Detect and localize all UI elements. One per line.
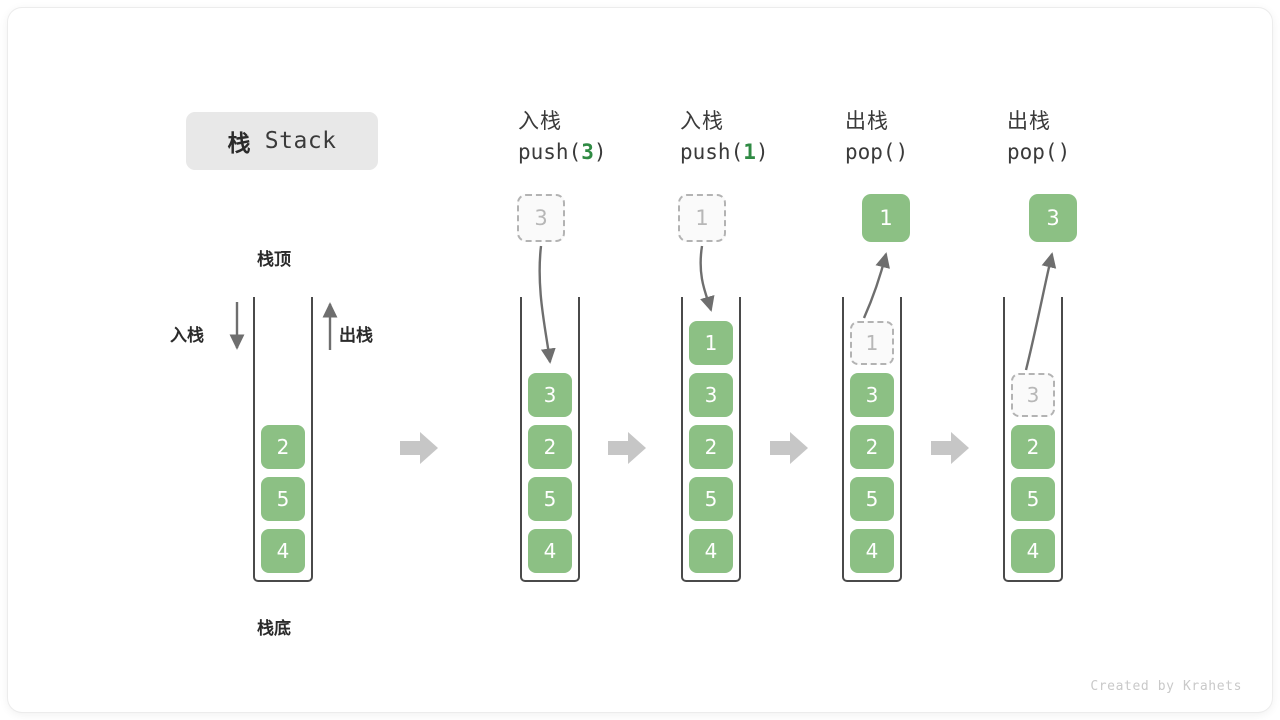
stack-cell: 5: [1011, 477, 1055, 521]
step-header-cn: 出栈: [1007, 109, 1051, 133]
stack-frame-push-3: [520, 297, 580, 582]
code-suffix: ): [755, 140, 769, 164]
stack-cell: 4: [1011, 529, 1055, 573]
code-suffix: ): [895, 140, 909, 164]
stack-cell: 5: [261, 477, 305, 521]
stack-cell: 2: [850, 425, 894, 469]
stack-cell: 3: [528, 373, 572, 417]
step-header-pop-1: 出栈 pop(): [845, 106, 995, 168]
step-header-cn: 入栈: [680, 109, 724, 133]
stack-cell: 2: [261, 425, 305, 469]
stack-cell: 5: [689, 477, 733, 521]
stack-cell: 2: [689, 425, 733, 469]
stack-cell: 3: [689, 373, 733, 417]
stack-cell: 2: [528, 425, 572, 469]
stack-cell: 4: [261, 529, 305, 573]
diagram-title-en-text: Stack: [264, 128, 337, 154]
diagram-title-en: [250, 128, 264, 154]
stack-cell: 1: [689, 321, 733, 365]
stack-cell: 3: [850, 373, 894, 417]
code-prefix: pop(: [845, 140, 896, 164]
step-header-code: push(3): [518, 136, 668, 168]
code-suffix: ): [1057, 140, 1071, 164]
stack-cell: 4: [528, 529, 572, 573]
stack-cell-ghost: 1: [850, 321, 894, 365]
stack-cell: 4: [850, 529, 894, 573]
stack-cell: 5: [850, 477, 894, 521]
popped-value-box: 1: [862, 194, 910, 242]
step-header-push-3: 入栈 push(3): [518, 106, 668, 168]
code-prefix: pop(: [1007, 140, 1058, 164]
code-suffix: ): [593, 140, 607, 164]
pop-direction-label: 出栈: [339, 326, 373, 346]
step-header-push-1: 入栈 push(1): [680, 106, 830, 168]
stack-bottom-label: 栈底: [257, 619, 291, 639]
step-header-cn: 入栈: [518, 109, 562, 133]
stack-cell: 5: [528, 477, 572, 521]
diagram-title-badge: 栈 Stack: [186, 112, 378, 170]
step-header-code: push(1): [680, 136, 830, 168]
stack-cell: 4: [689, 529, 733, 573]
step-header-code: pop(): [845, 136, 995, 168]
code-arg: 3: [581, 140, 594, 164]
stack-frame-pop-1: [842, 297, 902, 582]
code-arg: 1: [743, 140, 756, 164]
stack-frame-initial: [253, 297, 313, 582]
stack-frame-pop-3: [1003, 297, 1063, 582]
stack-cell-ghost: 3: [1011, 373, 1055, 417]
step-header-pop-3: 出栈 pop(): [1007, 106, 1157, 168]
step-header-code: pop(): [1007, 136, 1157, 168]
incoming-value-box: 1: [678, 194, 726, 242]
watermark-credit: Created by Krahets: [1090, 679, 1242, 694]
code-prefix: push(: [680, 140, 744, 164]
popped-value-box: 3: [1029, 194, 1077, 242]
incoming-value-box: 3: [517, 194, 565, 242]
push-direction-label: 入栈: [170, 326, 204, 346]
stack-frame-push-1: [681, 297, 741, 582]
diagram-title-cn: 栈: [227, 131, 251, 157]
code-prefix: push(: [518, 140, 582, 164]
step-header-cn: 出栈: [845, 109, 889, 133]
stack-top-label: 栈顶: [257, 250, 291, 270]
stack-cell: 2: [1011, 425, 1055, 469]
